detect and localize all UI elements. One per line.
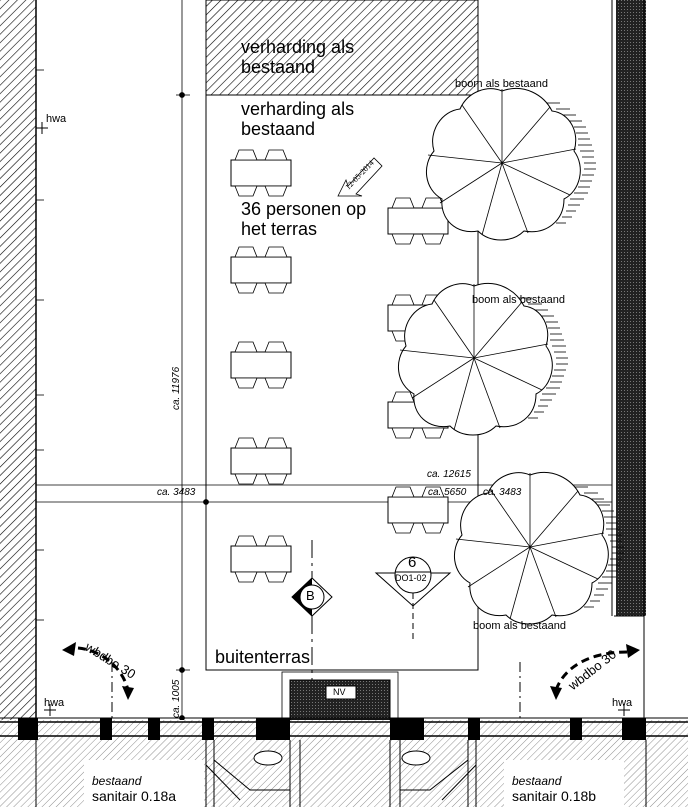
table-3 (230, 341, 292, 389)
tree-label-1: boom als bestaand (455, 78, 548, 90)
room-left-name: sanitair 0.18a (92, 788, 177, 804)
existing-paving-label-mid: verharding als bestaand (241, 99, 355, 139)
hwa-label-bottom-left: hwa (44, 697, 65, 709)
capacity-label: 36 personen op het terras (241, 199, 367, 239)
revision-arrow (337, 157, 383, 197)
facade-strip (0, 720, 688, 740)
detail-number: 6 (408, 554, 417, 571)
terrace-label: buitenterras (215, 647, 311, 667)
hwa-label-bottom-right: hwa (612, 697, 633, 709)
existing-paving-label-top: verharding als bestaand (241, 37, 355, 77)
room-right-status: bestaand (512, 774, 562, 788)
dimension-width-mid: ca. 5650 (428, 487, 467, 498)
table-4 (230, 437, 292, 485)
dimension-height-bottom: ca. 1005 (171, 679, 182, 718)
table-6 (387, 197, 449, 245)
fire-rating-arc-right (554, 650, 629, 691)
right-wall (616, 0, 646, 616)
hwa-label-top-left: hwa (46, 113, 67, 125)
room-right-name: sanitair 0.18b (512, 788, 597, 804)
nv-label: NV (333, 687, 346, 697)
dimension-width-total: ca. 12615 (427, 469, 471, 480)
hwa-marker-bottom (44, 704, 630, 716)
dimension-width-left: ca. 3483 (157, 487, 196, 498)
left-wall (0, 0, 36, 720)
hwa-marker-top-left (36, 122, 48, 134)
dimension-width-right: ca. 3483 (483, 487, 522, 498)
room-left-status: bestaand (92, 774, 142, 788)
tree-label-3: boom als bestaand (473, 620, 566, 632)
table-5 (230, 535, 292, 583)
section-marker-b: B (306, 588, 315, 603)
detail-reference-symbol (374, 556, 452, 640)
dimension-height-total: ca. 11976 (171, 366, 182, 410)
nv-box (325, 685, 357, 700)
table-1 (230, 149, 292, 197)
existing-paving-top (205, 0, 479, 96)
tree-label-2: boom als bestaand (472, 294, 565, 306)
tree-1 (425, 87, 581, 241)
fire-rating-arc-left (77, 646, 130, 691)
table-2 (230, 246, 292, 294)
detail-reference: DO1-02 (395, 573, 427, 583)
